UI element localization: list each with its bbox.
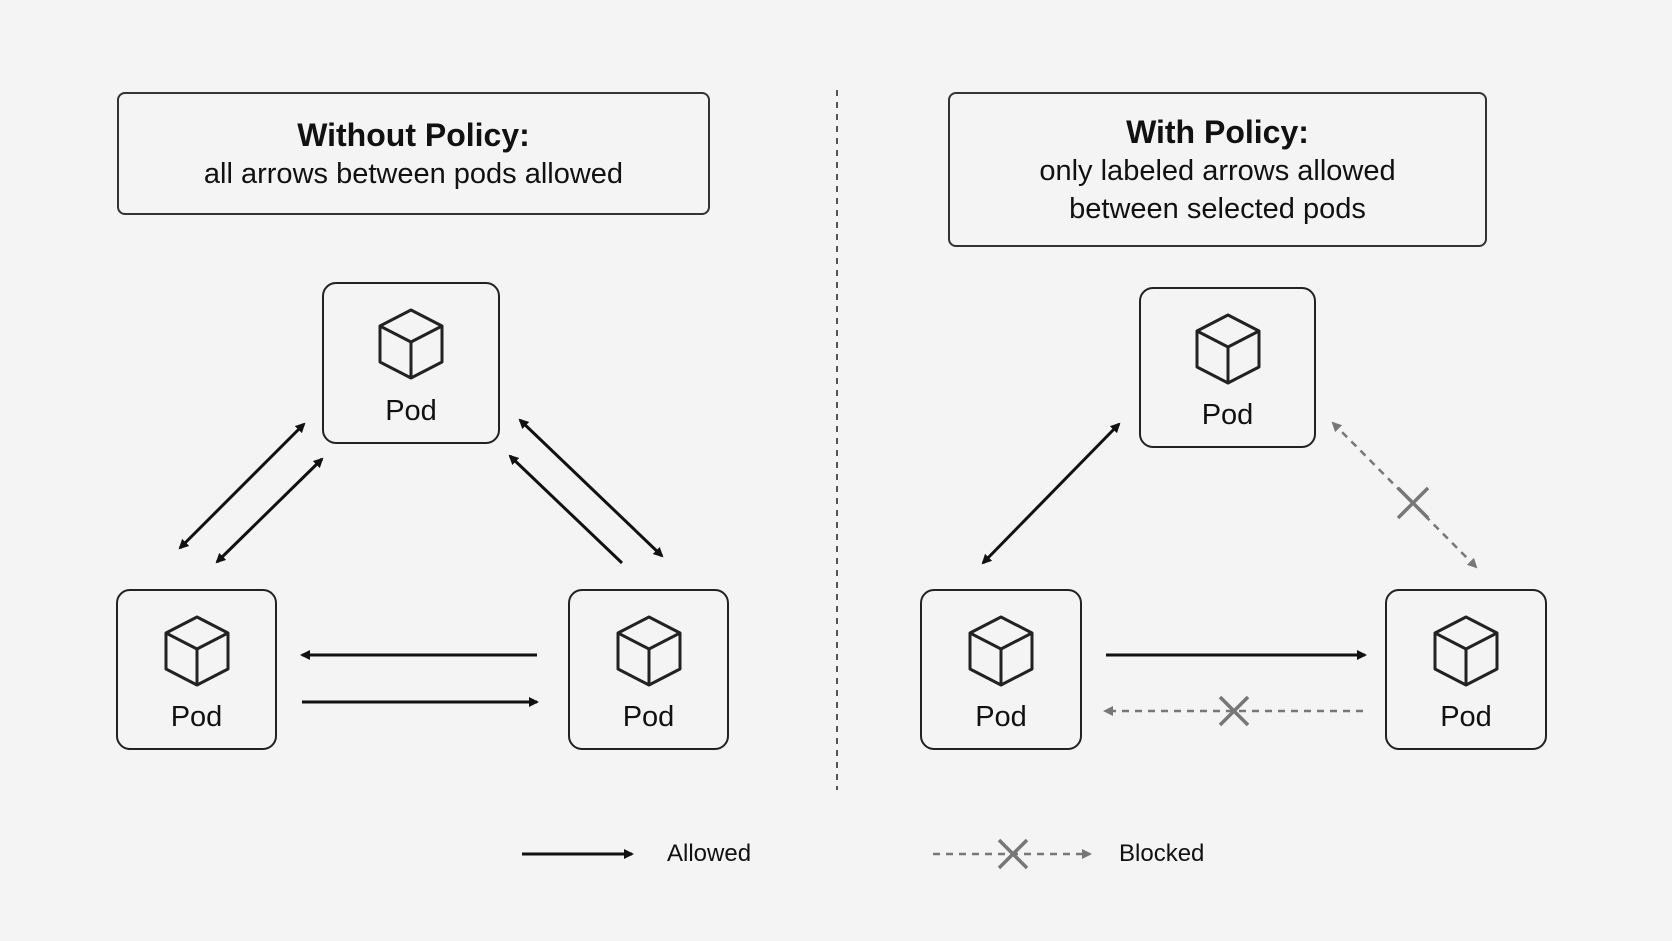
- right-panel-header: With Policy: only labeled arrows allowed…: [948, 92, 1487, 247]
- pod-right-top: Pod: [1139, 287, 1316, 448]
- cube-icon: [1433, 615, 1499, 687]
- pod-left-bottom-left: Pod: [116, 589, 277, 750]
- pod-right-bottom-left: Pod: [920, 589, 1082, 750]
- cube-icon: [378, 308, 444, 380]
- arrow-right-bidirectional: [518, 418, 664, 558]
- x-icon: [997, 838, 1029, 870]
- pod-label: Pod: [975, 701, 1027, 733]
- legend-blocked-label: Blocked: [1119, 840, 1205, 867]
- legend-allowed-label: Allowed: [667, 840, 752, 867]
- left-panel-title: Without Policy:: [297, 116, 530, 153]
- pod-left-top: Pod: [322, 282, 500, 444]
- right-panel-subtitle-line-2: between selected pods: [1069, 192, 1366, 225]
- left-panel-subtitle: all arrows between pods allowed: [203, 157, 624, 190]
- x-icon: [1218, 695, 1250, 727]
- arrow-allowed-bidirectional: [981, 422, 1121, 565]
- cube-icon: [616, 615, 681, 687]
- pod-left-bottom-right: Pod: [568, 589, 729, 750]
- cube-icon: [968, 615, 1034, 687]
- arrow-blocked-diagonal: [1331, 421, 1478, 569]
- arrow-left-bidirectional-2: [215, 457, 324, 564]
- left-panel-header: Without Policy: all arrows between pods …: [117, 92, 710, 215]
- cube-icon: [164, 615, 229, 687]
- right-panel-title: With Policy:: [1126, 113, 1309, 150]
- cube-icon: [1195, 313, 1260, 385]
- right-panel-subtitle-line-1: only labeled arrows allowed: [1039, 154, 1396, 187]
- pod-label: Pod: [1440, 701, 1492, 733]
- pod-label: Pod: [622, 701, 675, 733]
- arrow-right-to-top: [508, 454, 624, 565]
- pod-label: Pod: [1201, 399, 1254, 431]
- arrow-left-bidirectional-1: [178, 422, 306, 550]
- pod-label: Pod: [170, 701, 223, 733]
- pod-label: Pod: [385, 395, 437, 427]
- pod-right-bottom-right: Pod: [1385, 589, 1547, 750]
- x-icon: [1396, 486, 1430, 520]
